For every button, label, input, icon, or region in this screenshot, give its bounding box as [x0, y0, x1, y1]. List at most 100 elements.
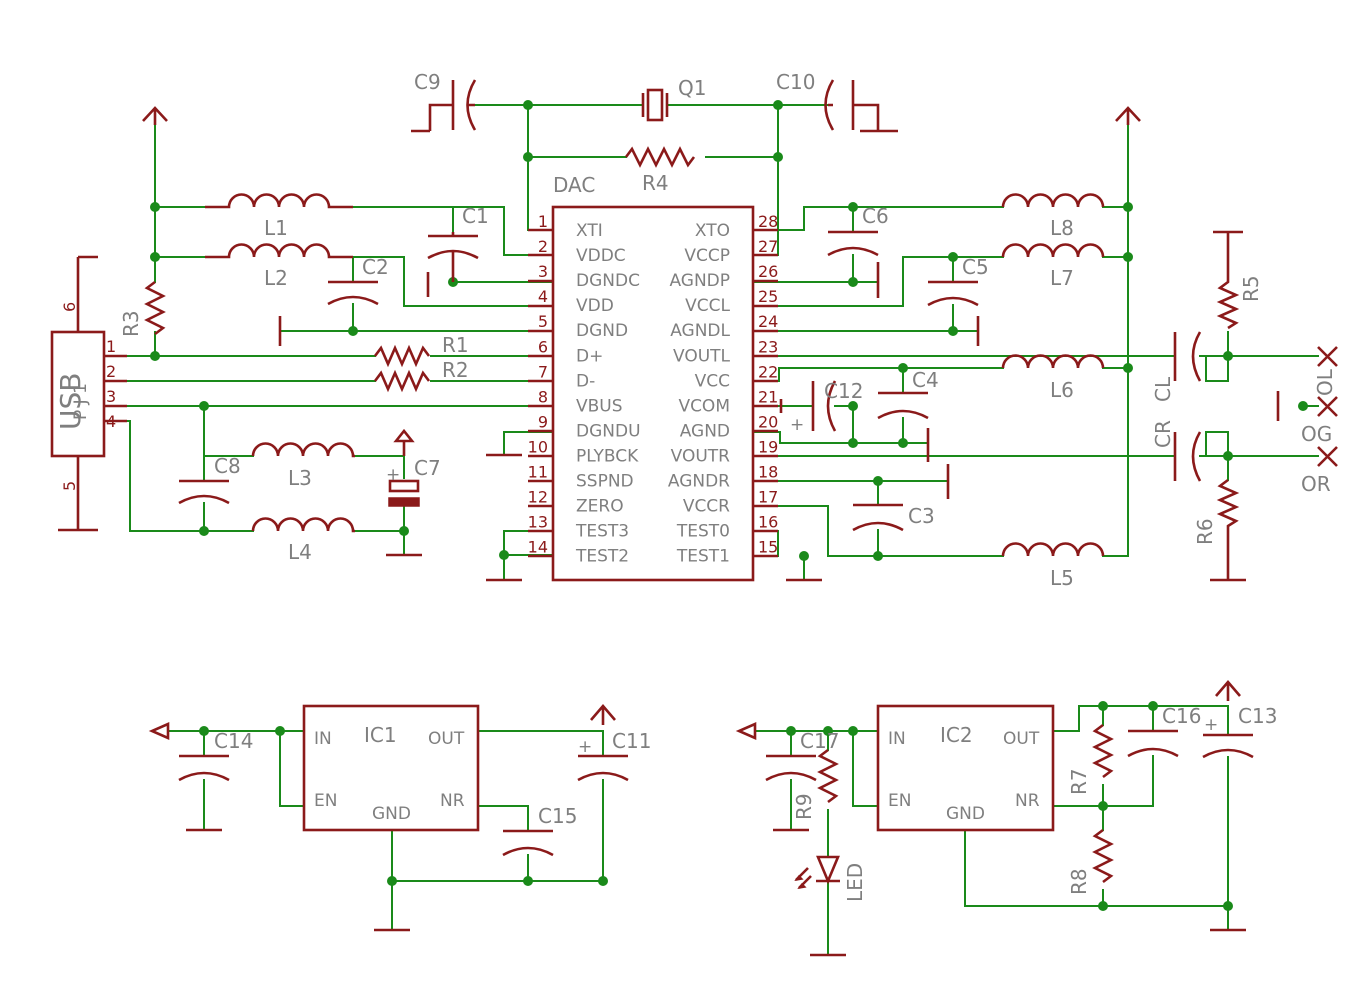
ic1-in: IN: [314, 729, 332, 749]
c13-plus: +: [1204, 715, 1218, 735]
capacitors: C9 C10 C1 C2 C6 C5 C4 + C12 C3 C8 + C7 C…: [178, 70, 1277, 857]
dac-pin-number: 2: [538, 237, 548, 256]
ic2-regulator: IC2 IN EN GND OUT NR: [876, 704, 1055, 832]
dac-title: DAC: [553, 173, 595, 197]
l7-label: L7: [1050, 266, 1074, 290]
dac-pin-number: 16: [758, 513, 778, 532]
dac-pin-number: 14: [528, 538, 548, 557]
usb-label: USB: [54, 373, 87, 430]
supply-arrow-icon: [142, 106, 168, 125]
r9-label: R9: [792, 793, 816, 820]
c6-label: C6: [862, 204, 889, 228]
ic2-en: EN: [888, 791, 911, 811]
dac-pin-number: 21: [758, 387, 778, 406]
r8-label: R8: [1067, 868, 1091, 895]
r5: [1216, 232, 1240, 330]
c12-label: C12: [824, 379, 863, 403]
c17-label: C17: [800, 729, 839, 753]
ic2-gnd: GND: [946, 804, 985, 824]
dac-pin-number: 8: [538, 387, 548, 406]
dac-pin-name: AGNDP: [669, 271, 730, 291]
dac-pin-name: AGNDR: [668, 472, 730, 492]
c10-label: C10: [776, 70, 815, 94]
r1-label: R1: [442, 333, 469, 357]
c11-plus: +: [578, 737, 592, 757]
cr-label: CR: [1151, 420, 1175, 448]
led-label: LED: [843, 863, 867, 902]
dac-pin-number: 3: [538, 262, 548, 281]
ic1-regulator: IC1 IN EN GND OUT NR: [302, 704, 480, 832]
usb-connector: USB P J 1 6 5 1 2 3 4: [50, 255, 127, 532]
output-pads: OL OG OR: [1301, 346, 1338, 496]
dac-pin-name: SSPND: [576, 472, 634, 492]
dac-pin-number: 20: [758, 412, 778, 431]
l5: [1001, 542, 1105, 557]
dac-pin-number: 6: [538, 337, 548, 356]
dac-pin-name: DGNDU: [576, 421, 641, 441]
c2: [327, 280, 379, 306]
og-label: OG: [1301, 422, 1332, 446]
ground-symbols: [186, 316, 1280, 957]
c12-plus: +: [790, 415, 804, 435]
dac-pin-number: 18: [758, 463, 778, 482]
dac-pin-name: XTI: [576, 221, 603, 241]
r7-label: R7: [1067, 768, 1091, 795]
dac-pin-name: DGNDC: [576, 271, 640, 291]
l3-label: L3: [288, 466, 312, 490]
dac-pin-number: 11: [528, 463, 548, 482]
supply-symbols: [142, 106, 1241, 740]
inductors: L1 L2 L3 L4 L8 L7 L6 L5: [205, 193, 1105, 590]
c9: [411, 79, 477, 133]
or-label: OR: [1301, 472, 1331, 496]
usb-pin-1: 1: [106, 337, 116, 356]
c7-label: C7: [414, 456, 441, 480]
dac-pin-name: PLYBCK: [576, 446, 639, 466]
r4-label: R4: [642, 171, 669, 195]
usb-ref: P J 1: [71, 383, 91, 420]
r2-label: R2: [442, 358, 469, 382]
led-diode-icon: [816, 855, 840, 885]
r4: [624, 146, 696, 168]
ic1-en: EN: [314, 791, 337, 811]
dac-pin-name: TEST3: [575, 522, 629, 542]
ic2-in: IN: [888, 729, 906, 749]
c11: [577, 754, 629, 782]
dac-pin-number: 25: [758, 287, 778, 306]
r5-label: R5: [1239, 275, 1263, 302]
usb-pin-3: 3: [106, 387, 116, 406]
dac-pin-name: DGND: [576, 321, 628, 341]
dac-pin-name: D+: [576, 346, 603, 366]
c5: [927, 280, 980, 346]
c13-label: C13: [1238, 704, 1277, 728]
c16: [1127, 729, 1179, 758]
c14: [178, 754, 230, 782]
dac-pin-name: VCOM: [678, 396, 730, 416]
c11-label: C11: [612, 729, 651, 753]
ic2-title: IC2: [940, 723, 973, 747]
usb-pin-2: 2: [106, 362, 116, 381]
dac-pin-name: TEST0: [676, 522, 730, 542]
dac-pin-number: 5: [538, 312, 548, 331]
dac-pin-number: 27: [758, 237, 778, 256]
led: LED: [794, 855, 867, 902]
dac-pin-name: TEST2: [575, 547, 629, 567]
r3: [144, 280, 166, 336]
dac-pin-number: 13: [528, 513, 548, 532]
dac-pin-number: 19: [758, 437, 778, 456]
dac-pin-name: D-: [576, 371, 595, 391]
dac-pin-name: VDD: [576, 296, 614, 316]
dac-pin-number: 7: [538, 362, 548, 381]
usb-pin-6: 6: [60, 302, 79, 312]
ic1-gnd: GND: [372, 804, 411, 824]
l2: [205, 243, 353, 259]
dac-pin-number: 23: [758, 337, 778, 356]
dac-pin-number: 22: [758, 362, 778, 381]
dac-pin-name: VOUTL: [673, 346, 731, 366]
l4-label: L4: [288, 540, 312, 564]
c7-plus: +: [386, 465, 400, 485]
c13: [1202, 733, 1254, 759]
pad-x-icon: [1317, 346, 1338, 367]
dac-pin-name: VBUS: [576, 396, 623, 416]
l7: [1001, 243, 1105, 258]
